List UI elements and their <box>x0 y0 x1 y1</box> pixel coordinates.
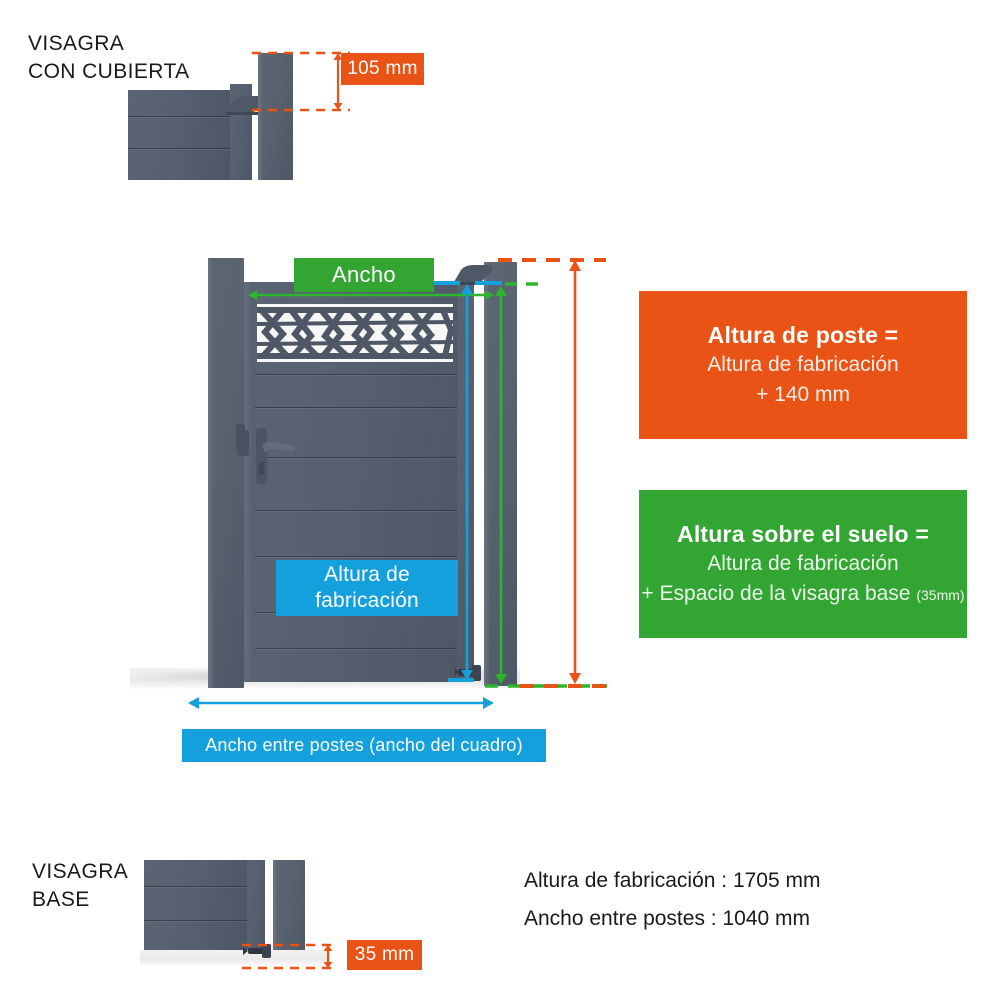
base-hinge-bracket-icon <box>243 944 271 958</box>
hinge-cover-detail-illustration <box>120 40 350 185</box>
left-post <box>208 258 244 688</box>
height-above-ground-arrow-green <box>495 286 507 684</box>
hinge-cover-dimension-lines <box>252 51 350 112</box>
spec-manufacturing-height: Altura de fabricación : 1705 mm <box>524 869 821 892</box>
visagra-con-cubierta-title-line2: CON CUBIERTA <box>28 60 190 83</box>
detail-bottom-ground <box>140 950 330 966</box>
hinge-base-dimension-lines <box>242 943 338 970</box>
detail-top-gate-leaf <box>128 90 233 180</box>
gate-hinge-middle <box>238 430 249 456</box>
ground-height-callout-line1: Altura sobre el suelo = <box>677 520 929 547</box>
visagra-base-title-line2: BASE <box>32 888 90 911</box>
manufacturing-height-reference-ticks <box>430 281 502 285</box>
gate-width-arrow-green <box>248 290 494 300</box>
post-height-callout-line2: Altura de fabricación <box>707 353 899 376</box>
hinge-base-measure-value: 35 mm <box>354 944 415 965</box>
post-height-callout-line3: + 140 mm <box>756 383 850 406</box>
specifications-block: Altura de fabricación : 1705 mm Ancho en… <box>524 862 820 938</box>
post-height-arrow-orange <box>569 260 581 684</box>
decorative-lattice-panel <box>257 304 453 362</box>
spec-width-between-posts: Ancho entre postes : 1040 mm <box>524 907 810 930</box>
gate-leaf-frame-edge <box>244 282 255 682</box>
visagra-base-title-line1: VISAGRA <box>32 860 129 883</box>
hinge-cover-measure-tag: 105 mm <box>341 53 424 85</box>
manufacturing-height-arrow-blue <box>461 284 473 680</box>
ground-height-callout-line3-small: (35mm) <box>916 586 965 603</box>
post-height-top-dash <box>498 258 606 262</box>
width-label-tag: Ancho <box>294 258 434 292</box>
detail-bottom-post <box>273 860 305 966</box>
height-above-ground-top-dash <box>505 282 547 286</box>
visagra-con-cubierta-title: VISAGRA CON CUBIERTA <box>28 30 190 86</box>
post-height-bottom-dash <box>520 684 608 688</box>
hinge-cover-cap-icon <box>226 96 267 115</box>
visagra-con-cubierta-title-line1: VISAGRA <box>28 32 125 55</box>
ground-height-callout-line3-main: + Espacio de la visagra base <box>641 581 911 605</box>
manufacturing-height-label-line1: Altura de <box>324 563 410 586</box>
hinge-base-detail-illustration <box>140 855 400 975</box>
detail-top-post <box>258 53 293 180</box>
width-between-posts-label-text: Ancho entre postes (ancho del cuadro) <box>205 735 523 755</box>
manufacturing-height-label-line2: fabricación <box>315 589 419 612</box>
width-label-text: Ancho <box>332 262 396 287</box>
ground-height-callout: Altura sobre el suelo = Altura de fabric… <box>639 490 967 638</box>
visagra-base-title: VISAGRA BASE <box>32 858 128 914</box>
ground-height-callout-line3: + Espacio de la visagra base (35mm) <box>641 579 964 610</box>
detail-bottom-leaf-upright <box>247 860 265 956</box>
width-between-posts-label-tag: Ancho entre postes (ancho del cuadro) <box>182 729 546 762</box>
height-above-ground-bottom-dash <box>485 684 607 688</box>
manufacturing-height-bottom-tick <box>448 678 474 682</box>
post-height-callout-line1: Altura de poste = <box>707 322 899 348</box>
manufacturing-height-label-tag: Altura de fabricación <box>276 560 458 616</box>
detail-bottom-gate-leaf <box>144 860 249 950</box>
hinge-base-measure-tag: 35 mm <box>347 940 422 970</box>
post-height-callout: Altura de poste = Altura de fabricación … <box>639 291 967 439</box>
main-gate-diagram <box>0 0 620 790</box>
width-between-posts-arrow-blue <box>188 697 494 709</box>
hinge-cover-measure-value: 105 mm <box>347 58 418 79</box>
ground-height-callout-line2: Altura de fabricación <box>707 551 899 575</box>
